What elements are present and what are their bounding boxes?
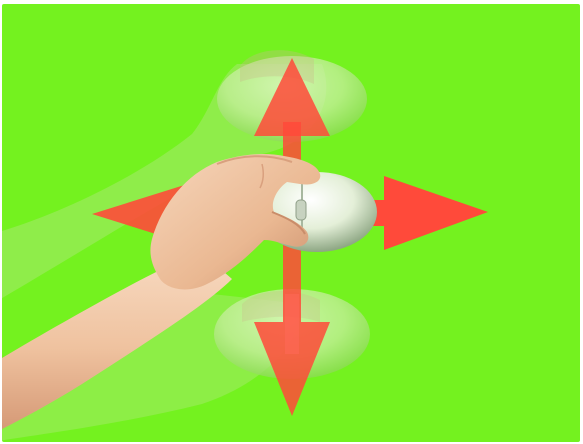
mouse-movement-illustration xyxy=(2,4,580,442)
scroll-wheel xyxy=(296,200,306,220)
arrow-overlay xyxy=(285,294,299,354)
illustration-scene xyxy=(2,4,580,442)
